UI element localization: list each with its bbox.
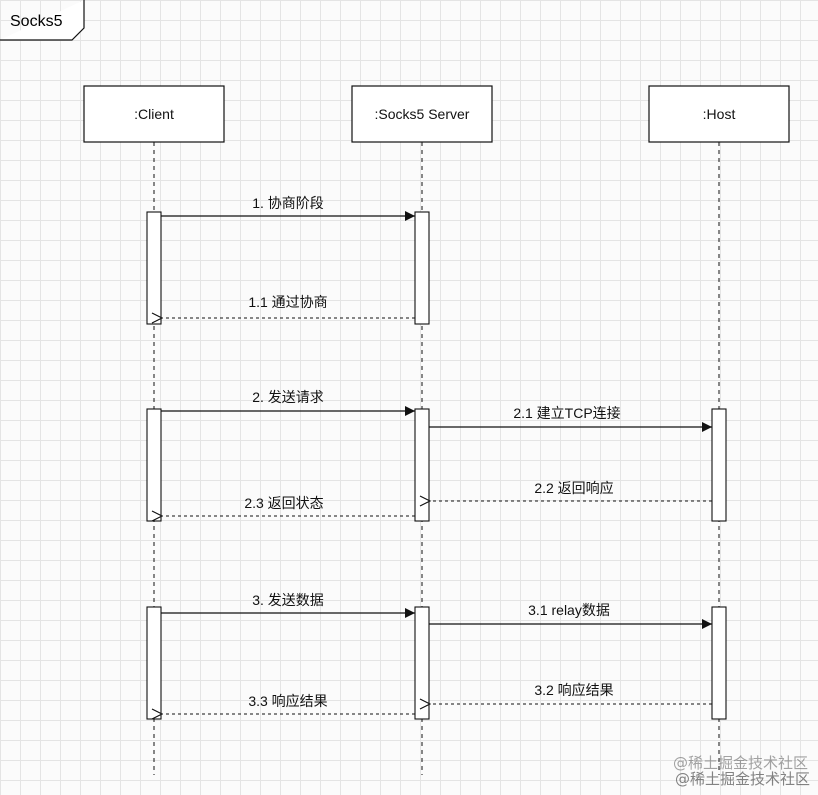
message-2-3-label: 2.3 返回状态: [244, 495, 323, 511]
message-3-2: 3.2 响应结果: [430, 682, 712, 704]
message-2-2-label: 2.2 返回响应: [534, 480, 613, 496]
message-3-1: 3.1 relay数据: [429, 602, 712, 629]
message-3: 3. 发送数据: [161, 592, 415, 618]
watermark-shadow: @稀土掘金技术社区: [672, 754, 808, 772]
activation-server-1: [414, 211, 430, 325]
activation-server-3: [414, 606, 430, 720]
frame-label: Socks5: [10, 13, 63, 30]
message-3-3: 3.3 响应结果: [162, 693, 415, 714]
message-2-2: 2.2 返回响应: [430, 480, 712, 501]
message-1: 1. 协商阶段: [161, 195, 415, 221]
message-2-1: 2.1 建立TCP连接: [429, 405, 712, 432]
message-3-label: 3. 发送数据: [252, 592, 324, 608]
message-3-3-label: 3.3 响应结果: [248, 693, 327, 709]
participant-host: :Host: [648, 85, 790, 143]
message-3-2-label: 3.2 响应结果: [534, 682, 613, 698]
message-2-label: 2. 发送请求: [252, 389, 324, 405]
activation-client-3: [146, 606, 162, 720]
participant-host-label: :Host: [703, 106, 736, 122]
message-1-label: 1. 协商阶段: [252, 195, 324, 211]
activation-host-3: [711, 606, 727, 720]
activation-host-2: [711, 408, 727, 522]
message-2-1-label: 2.1 建立TCP连接: [513, 405, 620, 421]
message-1-1: 1.1 通过协商: [162, 294, 415, 318]
watermark: @稀土掘金技术社区: [674, 770, 810, 788]
participant-server-label: :Socks5 Server: [375, 106, 470, 122]
frame-tab: Socks5: [0, 0, 85, 41]
participant-client: :Client: [83, 85, 225, 143]
activation-server-2: [414, 408, 430, 522]
message-2: 2. 发送请求: [161, 389, 415, 416]
message-1-1-label: 1.1 通过协商: [248, 294, 327, 310]
message-3-1-label: 3.1 relay数据: [528, 602, 610, 618]
participant-server: :Socks5 Server: [351, 85, 493, 143]
message-2-3: 2.3 返回状态: [162, 495, 415, 516]
participant-client-label: :Client: [134, 106, 174, 122]
activation-client-1: [146, 211, 162, 325]
activation-client-2: [146, 408, 162, 522]
